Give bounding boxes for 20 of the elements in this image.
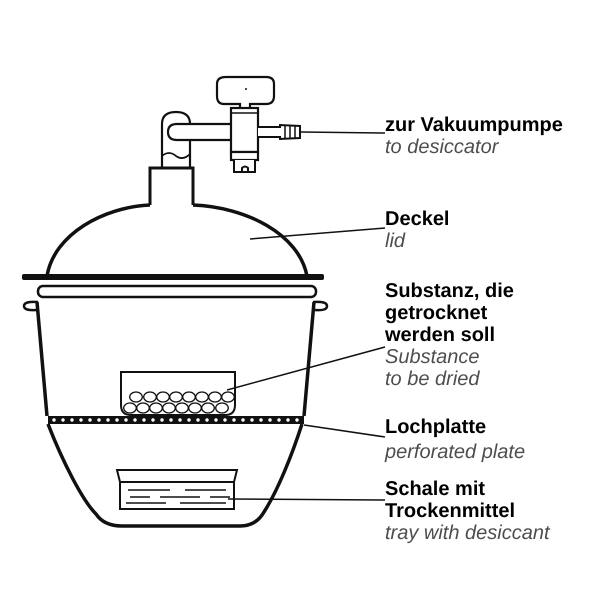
callout-translation: perforated plate — [385, 441, 526, 463]
dish-with-substance — [120, 371, 236, 416]
callout-translation: Substance to be dried — [385, 346, 481, 390]
callout-label: Deckel — [385, 208, 450, 230]
hose-nozzle — [257, 124, 301, 140]
callout-label: Schale mit Trockenmittel — [385, 478, 516, 522]
desiccant-tray — [116, 469, 238, 510]
desiccator-lid — [22, 166, 324, 280]
callout-label: Substanz, die getrocknet werden soll — [385, 280, 515, 346]
callout-translation: tray with desiccant — [385, 522, 550, 544]
leader-line — [250, 227, 386, 240]
callout-translation: lid — [385, 230, 406, 252]
perforated-plate — [48, 416, 304, 424]
callout-label: zur Vakuumpumpe — [385, 114, 563, 136]
callout-label: Lochplatte — [385, 416, 486, 438]
leader-line — [226, 346, 386, 391]
leader-line — [300, 131, 386, 134]
leader-line — [304, 424, 386, 438]
callout-translation: to desiccator — [385, 136, 498, 158]
leader-line — [228, 498, 385, 501]
